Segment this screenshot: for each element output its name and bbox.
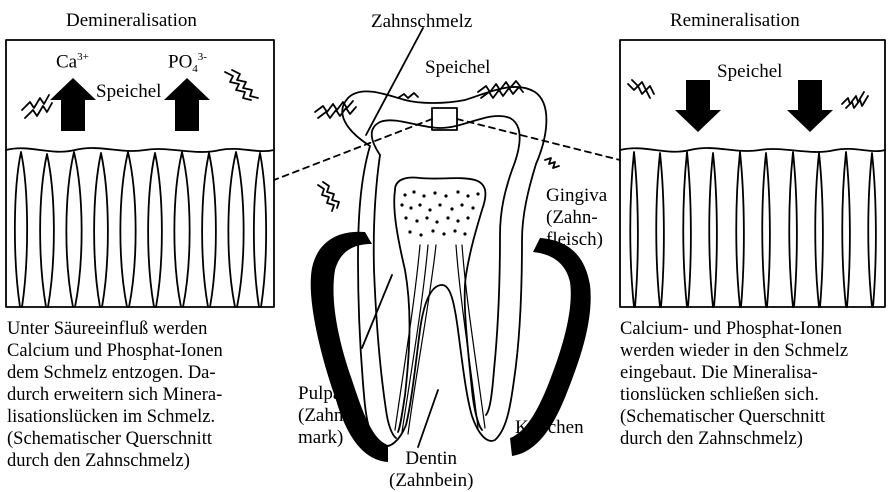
- caption-line: lisationslücken im Schmelz.: [7, 406, 223, 428]
- arrow-up-1: [50, 78, 96, 131]
- leader-enamel: [366, 28, 423, 135]
- arrow-down-1: [675, 80, 721, 132]
- caption-line: werden wieder in den Schmelz: [620, 340, 848, 362]
- caption-line: Unter Säureeinfluß werden: [7, 318, 223, 340]
- bone-label: Knochen: [515, 418, 584, 437]
- enamel-surface-right: [620, 148, 885, 152]
- enamel-title: Zahnschmelz: [371, 12, 472, 31]
- remineralisation-title: Remineralisation: [670, 11, 800, 30]
- caption-line: eingebaut. Die Mineralisa-: [620, 362, 848, 384]
- dentin-outline-right: [372, 116, 520, 415]
- leader-pulpa: [362, 275, 392, 348]
- caption-line: (Schematischer Querschnitt: [7, 428, 223, 450]
- bacteria-squiggle-left-2: [25, 103, 52, 118]
- enamel-prisms-right: [630, 152, 876, 307]
- saliva-label-center: Speichel: [425, 58, 490, 77]
- caption-line: (Schematischer Querschnitt: [620, 406, 848, 428]
- saliva-label-right: Speichel: [717, 62, 782, 81]
- caption-line: durch erweitern sich Minera-: [7, 384, 223, 406]
- dentin-label: Dentin(Zahnbein): [389, 448, 473, 492]
- bacteria-squiggle-center-8: [545, 158, 559, 168]
- bacteria-squiggle-center-3: [398, 93, 418, 98]
- enamel-prisms-left: [15, 152, 266, 307]
- caption-line: dem Schmelz entzogen. Da-: [7, 362, 223, 384]
- root-canal-lines: [395, 245, 485, 434]
- gingiva-label: Gingiva(Zahn-fleisch): [546, 185, 607, 251]
- dentin-outline-left: [374, 155, 396, 438]
- calcium-ion-label: Ca3+: [56, 52, 89, 71]
- leader-dentin: [418, 390, 438, 447]
- saliva-label-left: Speichel: [96, 82, 161, 101]
- demineralisation-title: Demineralisation: [66, 11, 197, 30]
- arrow-up-2: [164, 78, 210, 131]
- enamel-surface-left: [6, 148, 274, 152]
- pulpa-label: Pulpa(Zahn-mark): [298, 383, 350, 449]
- projection-line-right: [457, 119, 620, 160]
- projection-line-left: [274, 119, 432, 180]
- caption-line: Calcium und Phosphat-Ionen: [7, 340, 223, 362]
- caption-line: durch den Zahnschmelz): [7, 450, 223, 472]
- caption-line: tionslücken schließen sich.: [620, 384, 848, 406]
- bacteria-squiggle-center-6: [318, 185, 334, 211]
- pulp-dots: [400, 190, 479, 236]
- phosphate-ion-label: PO43-: [168, 52, 207, 75]
- arrow-down-2: [787, 80, 833, 132]
- caption-line: Calcium- und Phosphat-Ionen: [620, 318, 848, 340]
- caption-line: durch den Zahnschmelz): [620, 428, 848, 450]
- arrows: [50, 78, 833, 132]
- tooth: [342, 87, 546, 446]
